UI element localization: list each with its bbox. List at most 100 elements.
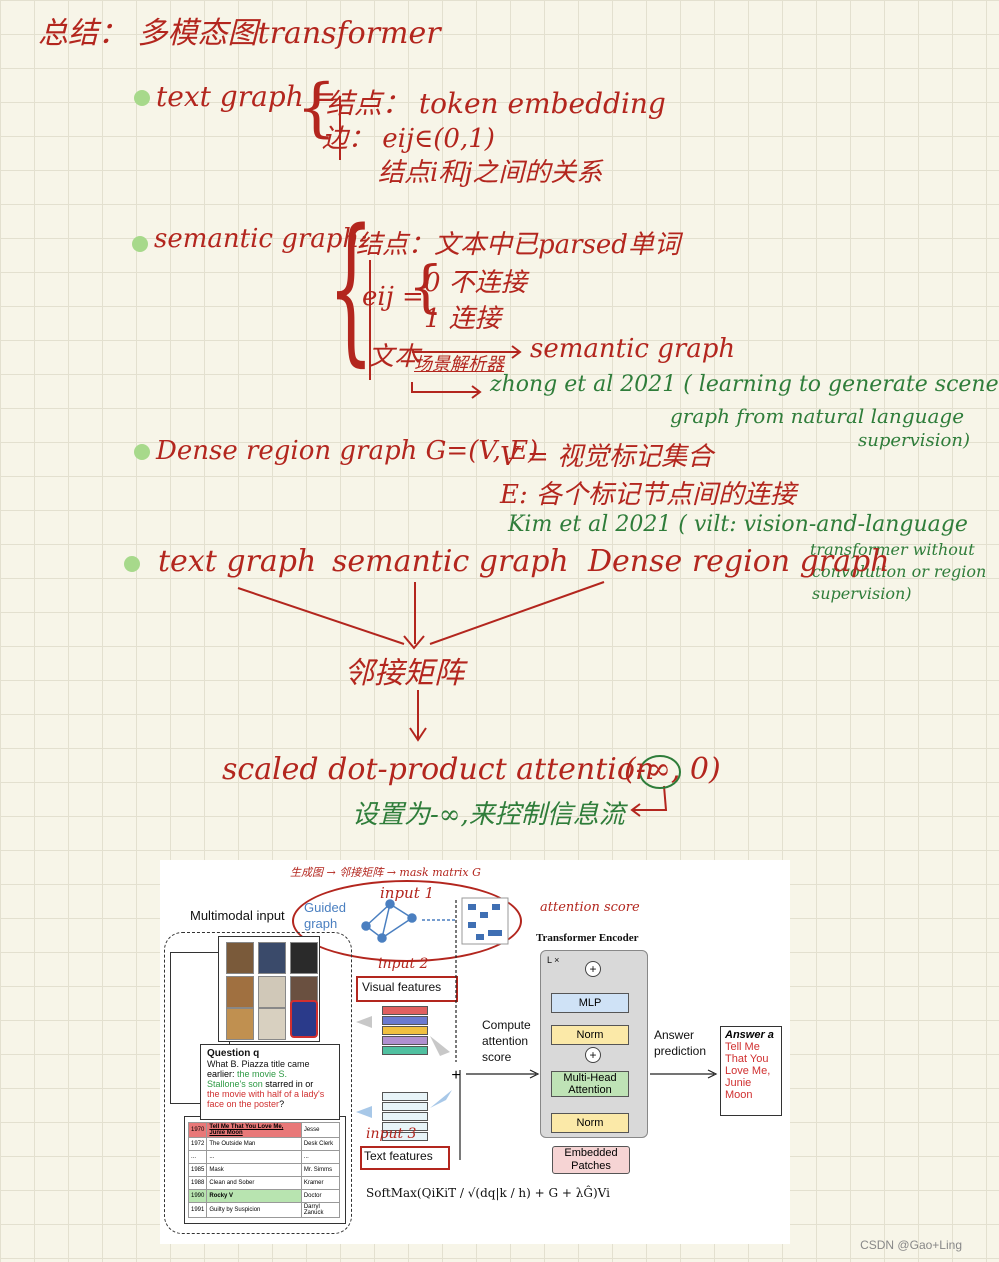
table-cell: Jesse bbox=[300, 1122, 341, 1138]
summary-text-graph: text graph bbox=[158, 544, 317, 579]
dense-ref-4: supervision) bbox=[812, 584, 912, 603]
input1-label: input 1 bbox=[380, 884, 435, 902]
visual-features-label: Visual features bbox=[362, 980, 442, 994]
semantic-graph-eij-1: 1 连接 bbox=[424, 304, 501, 334]
feature-bar bbox=[382, 1132, 428, 1141]
feature-bar bbox=[382, 1006, 428, 1015]
poster-image bbox=[258, 1008, 286, 1040]
guided-graph-icon bbox=[361, 897, 509, 945]
dense-graph-v: V = 视觉标记集合 bbox=[500, 442, 714, 472]
table-row: 1972 The Outside Man Desk Clerk bbox=[187, 1137, 341, 1151]
mlp-block: MLP bbox=[551, 993, 629, 1013]
encoder-title: Transformer Encoder bbox=[536, 932, 639, 944]
figure-connectors: + bbox=[356, 900, 718, 1160]
dense-graph-label: Dense region graph G=(V, E) bbox=[156, 436, 539, 466]
residual-plus-icon: + bbox=[585, 961, 601, 977]
answer-box: Answer a Tell Me That You Love Me, Junie… bbox=[720, 1026, 782, 1116]
scaled-attention: scaled dot-product attention bbox=[222, 752, 655, 787]
norm-block: Norm bbox=[551, 1113, 629, 1133]
text-features-box bbox=[360, 1146, 450, 1170]
table-row: 1988 Clean and Sober Kramer bbox=[187, 1176, 341, 1190]
attention-range: (-∞, 0) bbox=[624, 752, 721, 787]
answer-line: Moon bbox=[725, 1089, 753, 1101]
semantic-graph-eij: eij = bbox=[362, 282, 424, 312]
bullet-dot bbox=[124, 556, 140, 572]
svg-text:+: + bbox=[451, 1067, 460, 1084]
semantic-flow-mid: 场景解析器 bbox=[414, 354, 504, 375]
multimodal-input-group bbox=[164, 932, 352, 1234]
norm-block: Norm bbox=[551, 1025, 629, 1045]
table-row: 1990 Rocky V Doctor bbox=[187, 1189, 341, 1203]
question-green-span: the movie S. bbox=[237, 1069, 288, 1079]
residual-plus-icon: + bbox=[585, 1047, 601, 1063]
poster-image bbox=[258, 976, 286, 1008]
answer-line: Tell Me bbox=[725, 1041, 760, 1053]
multimodal-input-label: Multimodal input bbox=[190, 908, 285, 923]
semantic-graph-eij-brace: { bbox=[408, 255, 444, 320]
attention-formula: SoftMax(QiKiT / √(dq|k / h) + G + λĜ)Vi bbox=[366, 1186, 610, 1200]
semantic-graph-node: 结点：文本中已parsed单词 bbox=[356, 230, 680, 260]
attention-score-label: attention score bbox=[540, 900, 640, 915]
semantic-graph-eij-0: 0 不连接 bbox=[424, 268, 527, 298]
feature-bar bbox=[382, 1026, 428, 1035]
feature-bar bbox=[382, 1112, 428, 1121]
question-title: Question q bbox=[207, 1048, 260, 1059]
poster-image-highlighted bbox=[290, 1000, 318, 1038]
dense-ref-3: convolution or region bbox=[812, 562, 987, 581]
input1-ellipse bbox=[292, 880, 522, 962]
input2-label: input 2 bbox=[378, 956, 429, 972]
flow-arrows bbox=[237, 96, 681, 817]
watermark: CSDN @Gao+Ling bbox=[860, 1238, 962, 1252]
answer-line: That You bbox=[725, 1053, 769, 1065]
dense-ref-2: transformer without bbox=[810, 540, 975, 559]
table-cell: Tell Me That You Love Me, Junie Moon bbox=[206, 1122, 302, 1138]
answer-title: Answer a bbox=[725, 1029, 774, 1041]
page-title: 总结： 多模态图transformer bbox=[38, 16, 441, 51]
semantic-ref: zhong et al 2021 ( learning to generate … bbox=[490, 372, 999, 397]
feature-bar bbox=[382, 1046, 428, 1055]
poster-image bbox=[258, 942, 286, 974]
encoder-block: L × + MLP Norm + Multi-Head Attention No… bbox=[540, 950, 648, 1138]
multi-head-attention-block: Multi-Head Attention bbox=[551, 1071, 629, 1097]
table-row: 1991 Guilty by Suspicion Darryl Zanuck bbox=[187, 1202, 341, 1218]
model-figure: 生成图 → 邻接矩阵 → mask matrix G input 1 atten… bbox=[160, 860, 790, 1244]
feature-bar bbox=[382, 1102, 428, 1111]
bullet-dot bbox=[134, 444, 150, 460]
feature-bar bbox=[382, 1036, 428, 1045]
attention-note: 设置为-∞,来控制信息流 bbox=[352, 800, 625, 830]
table-cell: Darryl Zanuck bbox=[300, 1202, 341, 1218]
dense-graph-e: E: 各个标记节点间的连接 bbox=[500, 480, 797, 510]
table-row: 1970 Tell Me That You Love Me, Junie Moo… bbox=[187, 1122, 341, 1138]
visual-features-box bbox=[356, 976, 458, 1002]
question-line: starred in or bbox=[265, 1079, 314, 1089]
answer-line: Junie bbox=[725, 1077, 752, 1089]
poster-image bbox=[226, 976, 254, 1008]
summary-dense-graph: Dense region graph bbox=[588, 544, 890, 579]
answer-prediction-label: Answer bbox=[654, 1028, 695, 1042]
text-graph-edge: 边： eij∈(0,1) bbox=[322, 124, 495, 154]
semantic-flow-end: semantic graph bbox=[530, 334, 736, 364]
poster-image bbox=[226, 942, 254, 974]
embedded-patches-block: Embedded Patches bbox=[552, 1146, 630, 1174]
guided-graph-label: Guided graph bbox=[304, 900, 346, 931]
answer-prediction-label: prediction bbox=[654, 1044, 707, 1058]
text-graph-brace: { bbox=[296, 71, 337, 145]
score-label: score bbox=[482, 1050, 512, 1064]
semantic-ref-3: supervision) bbox=[858, 430, 970, 451]
attention-label: attention bbox=[482, 1034, 529, 1048]
bullet-dot bbox=[132, 236, 148, 252]
text-features-label: Text features bbox=[364, 1149, 433, 1163]
question-green-span: Stallone's son bbox=[207, 1079, 263, 1089]
filmography-table: 1970 Tell Me That You Love Me, Junie Moo… bbox=[187, 1122, 341, 1218]
semantic-ref-2: graph from natural language bbox=[670, 404, 965, 428]
question-red-span: face on the poster bbox=[207, 1099, 280, 1109]
answer-line: Love Me, bbox=[725, 1065, 771, 1077]
semantic-flow-start: 文本 bbox=[368, 342, 421, 372]
figure-annotation-top: 生成图 → 邻接矩阵 → mask matrix G bbox=[290, 866, 481, 879]
table-cell: Doctor bbox=[300, 1189, 341, 1203]
input3-label: input 3 bbox=[366, 1126, 417, 1142]
bullet-dot bbox=[134, 90, 150, 106]
question-line: What B. Piazza title came bbox=[207, 1059, 310, 1069]
feature-bar bbox=[382, 1016, 428, 1025]
semantic-graph-brace: { bbox=[328, 194, 374, 381]
